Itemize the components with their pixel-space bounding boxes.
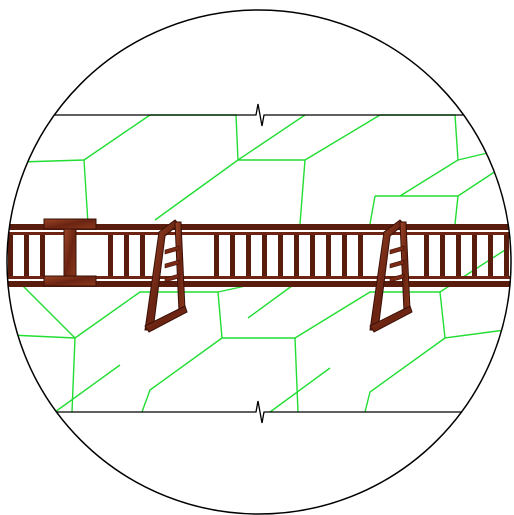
top-rail-outer bbox=[7, 224, 511, 230]
hatch-line bbox=[54, 364, 121, 413]
ladder-rung bbox=[24, 235, 29, 276]
hatch-line bbox=[454, 195, 459, 225]
top-rail-inner bbox=[7, 232, 511, 235]
ladder-rung bbox=[140, 235, 145, 276]
hatch-line bbox=[141, 337, 223, 413]
ladder-rung bbox=[472, 235, 477, 276]
top-rail-gap bbox=[7, 230, 511, 232]
ladder-rung bbox=[230, 235, 235, 276]
slab-boundaries bbox=[50, 103, 468, 424]
hatch-line bbox=[83, 159, 89, 225]
support-chairs bbox=[144, 219, 413, 333]
hatch-line bbox=[299, 159, 306, 225]
ladder-rung bbox=[326, 235, 331, 276]
hatch-line bbox=[369, 195, 376, 225]
ladder-rung bbox=[278, 235, 283, 276]
i-spacer-icon bbox=[43, 218, 97, 287]
detail-content bbox=[7, 103, 511, 424]
chair-support-icon bbox=[144, 219, 188, 333]
hatch-line bbox=[21, 284, 76, 339]
hatch-line bbox=[71, 337, 76, 413]
break-line-icon bbox=[50, 103, 468, 127]
hatch-line bbox=[9, 291, 223, 339]
hatch-line bbox=[222, 337, 299, 413]
ladder-rung bbox=[108, 235, 113, 276]
ladder-rung bbox=[488, 235, 493, 276]
ladder-rung bbox=[294, 235, 299, 276]
ladder-rung bbox=[124, 235, 129, 276]
ladder-rung bbox=[40, 235, 45, 276]
ladder-rungs bbox=[8, 235, 509, 276]
ladder-rung bbox=[358, 235, 363, 276]
ladder-rung bbox=[342, 235, 347, 276]
hatch-line bbox=[269, 367, 331, 413]
detail-circle bbox=[6, 9, 512, 515]
hatch-line bbox=[238, 114, 381, 161]
ladder-rung bbox=[504, 235, 509, 276]
hatch-line bbox=[380, 114, 459, 197]
concrete-hatch-pattern bbox=[9, 114, 506, 413]
bottom-rail-inner bbox=[7, 276, 511, 279]
bottom-rail-gap bbox=[7, 279, 511, 281]
ladder-rung bbox=[440, 235, 445, 276]
ladder-rung bbox=[456, 235, 461, 276]
ladder-rung bbox=[246, 235, 251, 276]
rebar-ladder-rails bbox=[7, 224, 511, 287]
hatch-line bbox=[364, 337, 446, 413]
break-line-icon bbox=[50, 400, 468, 424]
hatch-line bbox=[150, 114, 306, 162]
ladder-rung bbox=[214, 235, 219, 276]
ladder-rung bbox=[8, 235, 13, 276]
ladder-rung bbox=[310, 235, 315, 276]
bottom-rail-outer bbox=[7, 281, 511, 287]
hatch-line bbox=[457, 149, 501, 161]
ladder-rung bbox=[424, 235, 429, 276]
chair-support-icon bbox=[369, 219, 413, 333]
ladder-rung bbox=[262, 235, 267, 276]
hatch-line bbox=[154, 159, 239, 221]
hatch-line bbox=[375, 164, 506, 197]
